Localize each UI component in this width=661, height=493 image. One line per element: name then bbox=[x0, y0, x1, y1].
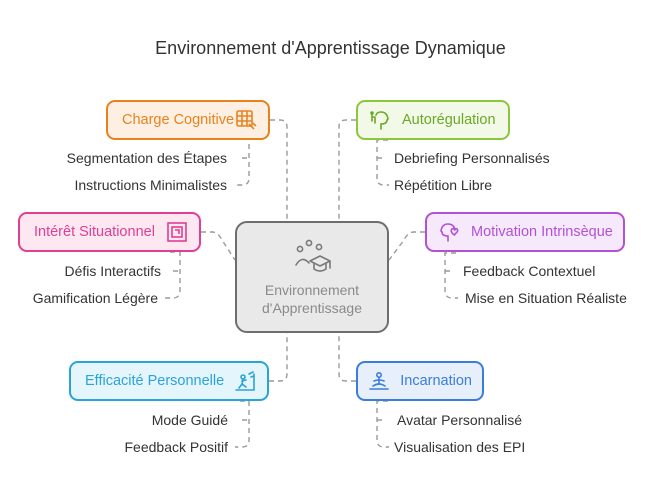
leaf-feedback-positif: Feedback Positif bbox=[124, 439, 229, 455]
node-interet-situationnel: Intérêt Situationnel bbox=[18, 212, 201, 252]
node-efficacite-label: Efficacité Personnelle bbox=[85, 373, 225, 389]
node-autoregulation: Autorégulation bbox=[356, 100, 510, 140]
leaf-defis: Défis Interactifs bbox=[64, 263, 161, 279]
connector-auto-center bbox=[338, 119, 356, 221]
connector-charge-leaves bbox=[235, 135, 250, 186]
connector-incarnation-leaves bbox=[376, 400, 389, 448]
node-charge-cognitive: Charge Cognitive bbox=[106, 100, 270, 140]
person-climbing-icon bbox=[233, 369, 257, 393]
node-motivation-intrinseque: Motivation Intrinsèque bbox=[425, 212, 625, 252]
leaf-feedback-contextuel: Feedback Contextuel bbox=[463, 263, 596, 279]
connector-motivation-center bbox=[388, 231, 425, 261]
checklist-table-icon bbox=[234, 108, 258, 132]
leaf-mode-guide: Mode Guidé bbox=[151, 412, 228, 428]
connector-auto-leaves bbox=[376, 139, 389, 186]
node-incarnation: Incarnation bbox=[356, 361, 484, 401]
head-heart-icon bbox=[437, 220, 461, 244]
leaf-mise-en-situation: Mise en Situation Réaliste bbox=[465, 290, 627, 306]
node-interet-label: Intérêt Situationnel bbox=[34, 224, 155, 240]
connector-charge-center bbox=[270, 119, 288, 221]
connector-incarnation-center bbox=[338, 333, 356, 382]
node-autoregulation-label: Autorégulation bbox=[402, 112, 496, 128]
node-motivation-label: Motivation Intrinsèque bbox=[471, 224, 613, 240]
center-node: Environnement d'Apprentissage bbox=[235, 221, 389, 333]
center-label: Environnement d'Apprentissage bbox=[262, 282, 362, 316]
node-charge-cognitive-label: Charge Cognitive bbox=[122, 112, 235, 128]
connector-motivation-leaves bbox=[444, 252, 458, 299]
connector-interet-leaves bbox=[165, 251, 181, 299]
node-efficacite-personnelle: Efficacité Personnelle bbox=[69, 361, 269, 401]
leaf-avatar: Avatar Personnalisé bbox=[397, 412, 523, 428]
connector-interet-center bbox=[201, 231, 236, 261]
framed-square-icon bbox=[165, 220, 189, 244]
graduation-cap-icon bbox=[295, 239, 331, 272]
connector-efficacite-leaves bbox=[235, 400, 250, 448]
leaf-segmentation: Segmentation des Étapes bbox=[66, 150, 227, 166]
diagram-title: Environnement d'Apprentissage Dynamique bbox=[155, 38, 506, 58]
node-incarnation-label: Incarnation bbox=[400, 373, 472, 389]
head-adjust-icon bbox=[368, 108, 392, 132]
connector-efficacite-center bbox=[269, 333, 288, 382]
leaf-instructions: Instructions Minimalistes bbox=[74, 177, 228, 193]
leaf-repetition: Répétition Libre bbox=[394, 177, 493, 193]
meditation-person-icon bbox=[368, 369, 390, 393]
leaf-visualisation: Visualisation des EPI bbox=[394, 439, 526, 455]
leaf-gamification: Gamification Légère bbox=[32, 290, 158, 306]
leaf-debriefing: Debriefing Personnalisés bbox=[394, 150, 550, 166]
